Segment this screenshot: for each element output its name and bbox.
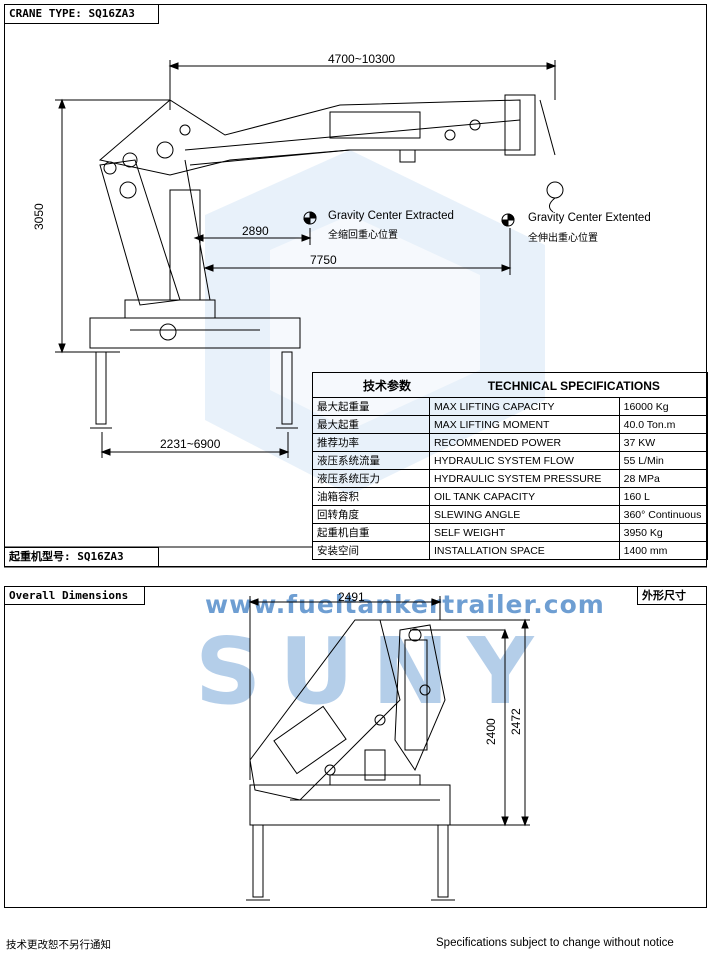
footer-note-cn: 技术更改恕不另行通知: [6, 939, 111, 951]
spec-cell-value: 1400 mm: [618, 541, 709, 560]
crane-model-cn-label: 起重机型号: SQ16ZA3: [4, 547, 159, 567]
watermark-brand: SUNY: [195, 618, 552, 725]
gc-extracted-label: Gravity Center Extracted: [328, 210, 454, 222]
spec-cell-cn: 最大起重量: [312, 397, 430, 416]
spec-cell-cn: 液压系统流量: [312, 451, 430, 470]
spec-cell-en: SLEWING ANGLE: [428, 505, 620, 524]
spec-cell-cn: 起重机自重: [312, 523, 430, 542]
watermark-url: www.fueltankertrailer.com: [205, 590, 605, 619]
spec-cell-value: 28 MPa: [618, 469, 709, 488]
dim-folded-width: 2491: [338, 590, 365, 604]
spec-title-cn: 技术参数: [363, 378, 412, 393]
dim-outrigger-span: 2231~6900: [160, 437, 221, 451]
overall-dimensions-label: Overall Dimensions: [4, 586, 145, 605]
dim-folded-height-1: 2400: [484, 718, 498, 745]
overall-dimensions-cn-label: 外形尺寸: [637, 586, 707, 605]
dim-reach: 4700~10300: [328, 52, 396, 66]
bottom-panel-frame: [4, 586, 707, 908]
dim-gravity-extracted: 2890: [242, 224, 269, 238]
spec-cell-en: INSTALLATION SPACE: [428, 541, 620, 560]
dim-gravity-extended: 7750: [310, 253, 337, 267]
crane-type-label: CRANE TYPE: SQ16ZA3: [4, 4, 159, 24]
gc-extended-label: Gravity Center Extented: [528, 212, 651, 224]
dim-folded-height-2: 2472: [509, 708, 523, 735]
gc-extracted-cn-label: 全缩回重心位置: [328, 230, 398, 241]
gc-extended-cn-label: 全伸出重心位置: [528, 233, 598, 244]
footer-note-en: Specifications subject to change without…: [436, 937, 674, 949]
spec-title-en: TECHNICAL SPECIFICATIONS: [487, 378, 660, 393]
spec-cell-value: 160 L: [618, 487, 709, 506]
spec-cell-en: HYDRAULIC SYSTEM PRESSURE: [428, 469, 620, 488]
spec-cell-en: MAX LIFTING CAPACITY: [428, 397, 620, 416]
spec-table-header: 技术参数 TECHNICAL SPECIFICATIONS: [312, 372, 708, 398]
spec-cell-en: OIL TANK CAPACITY: [428, 487, 620, 506]
spec-cell-cn: 安装空间: [312, 541, 430, 560]
spec-cell-value: 360° Continuous: [618, 505, 709, 524]
